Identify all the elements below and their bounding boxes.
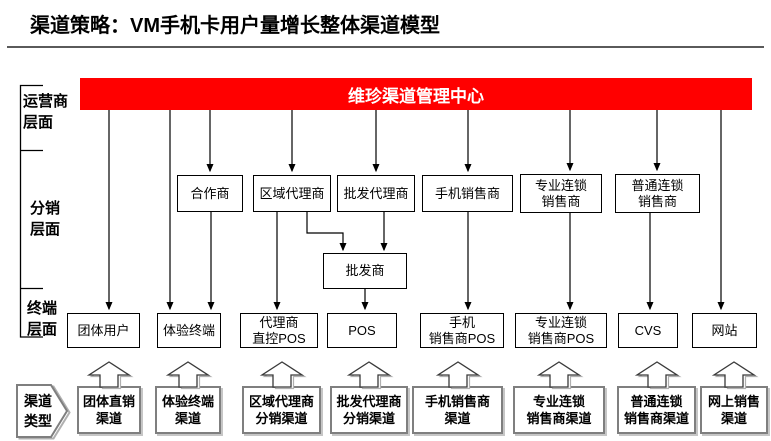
banner-channel-management-center: 维珍渠道管理中心 [80,78,752,110]
box-pos: POS [327,313,397,348]
box-group-user: 团体用户 [67,313,140,348]
channel-regional-agent: 区域代理商 分销渠道 [242,386,321,434]
box-pro-chain-seller: 专业连锁 销售商 [520,174,602,213]
up-block-arrow-icon [636,361,678,388]
up-block-arrow-icon [713,361,755,388]
box-wholesaler: 批发商 [323,253,407,289]
box-experience-terminal: 体验终端 [157,313,221,348]
distribution-drop-lines [207,212,654,311]
box-cvs: CVS [618,313,678,348]
channel-online: 网上销售 渠道 [700,386,768,434]
box-cooperator: 合作商 [177,175,243,212]
channel-experience-terminal: 体验终端 渠道 [155,386,221,434]
up-block-arrow-icons [88,361,758,390]
channel-phone-seller: 手机销售商 渠道 [412,386,503,434]
label-channel-type: 渠道 类型 [24,393,52,429]
box-ordinary-chain-seller: 普通连锁 销售商 [615,174,700,213]
channel-wholesale-agent: 批发代理商 分销渠道 [330,386,408,434]
box-wholesale-agent: 批发代理商 [337,175,415,212]
label-operator-level: 运营商 层面 [23,93,69,131]
label-distribution-level: 分销 层面 [30,200,61,238]
label-terminal-level: 终端 层面 [27,300,58,338]
box-pro-chain-pos: 专业连锁 销售商POS [515,313,607,348]
page-title: 渠道策略：VM手机卡用户量增长整体渠道模型 [30,15,440,37]
up-block-arrow-icon [88,361,130,388]
title-divider [7,46,764,48]
up-block-arrow-icon [538,361,580,388]
box-phone-seller: 手机销售商 [422,175,513,212]
up-block-arrow-icon [261,361,303,388]
box-phone-seller-pos: 手机 销售商POS [420,313,504,348]
up-block-arrow-icon [348,361,390,388]
up-block-arrow-icon [437,361,479,388]
channel-group-direct: 团体直销 渠道 [77,386,141,434]
channel-ordinary-chain: 普通连锁 销售商渠道 [617,386,696,434]
up-block-arrow-icon [167,361,209,388]
channel-pro-chain: 专业连锁 销售商渠道 [513,386,605,434]
box-website: 网站 [692,313,757,348]
box-regional-agent: 区域代理商 [253,175,331,212]
box-agent-direct-pos: 代理商 直控POS [240,313,318,348]
